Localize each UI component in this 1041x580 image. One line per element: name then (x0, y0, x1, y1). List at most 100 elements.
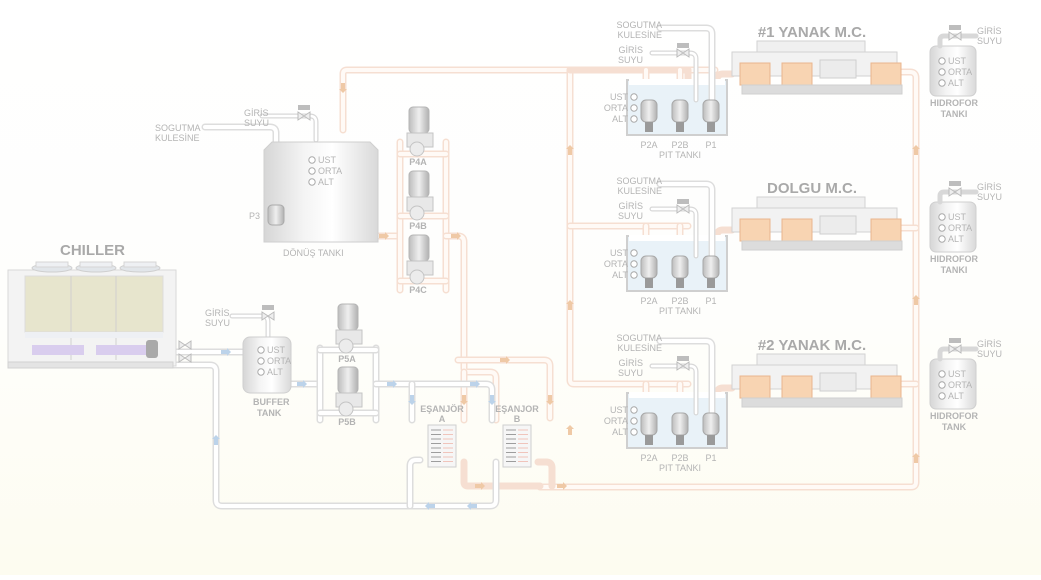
valve-actuator-icon (949, 25, 961, 30)
level-indicator-icon (308, 167, 316, 175)
valve-actuator-icon (677, 356, 689, 361)
buffer-tank-name-2: TANK (257, 408, 282, 418)
level-label: ALT (948, 78, 964, 88)
exchanger-body (502, 424, 532, 468)
chiller-unit: CHILLER (7, 242, 192, 369)
buffer-tank-name-1: BUFFER (253, 397, 290, 407)
pump-p4b: P4B (406, 170, 434, 231)
pit-tank-name: PIT TANKI (659, 306, 701, 316)
machine-unit-icon (870, 62, 902, 86)
valve-icon (948, 344, 962, 354)
hydrofor-name-2: TANKI (941, 265, 968, 275)
valve-actuator-icon (949, 181, 961, 186)
pump-volute-icon (409, 269, 425, 285)
machine-unit-icon (739, 218, 771, 242)
pit-pump-label: P1 (705, 140, 716, 150)
hydrofor-inlet-pipe (937, 189, 979, 205)
pit-pump-icon (671, 99, 689, 123)
p3-label: P3 (249, 211, 260, 221)
cooling-tower-label-1: SOGUTMA (616, 20, 662, 30)
level-label: UST (948, 369, 967, 379)
flow-arrow-icon (339, 83, 347, 93)
valve-icon (676, 48, 690, 58)
flow-arrow-icon (387, 380, 397, 388)
donus-tank: SOGUTMA KULESİNE GİRİS SUYU P3 DÖNÜŞ TAN… (155, 105, 379, 258)
level-label: ORTA (604, 259, 628, 269)
pump-label: P5B (338, 417, 356, 427)
pit-pump-base (645, 278, 653, 288)
machine-unit-icon (781, 375, 813, 399)
p3-pump-icon (267, 204, 285, 226)
pit-pump-base (645, 435, 653, 445)
level-label: ALT (948, 234, 964, 244)
chiller-title: CHILLER (60, 242, 125, 259)
machine-top-frame (756, 40, 866, 53)
level-indicator-icon (308, 178, 316, 186)
flow-arrow-icon (460, 395, 468, 405)
pump-p5b: P5B (335, 366, 363, 427)
valve-actuator-icon (949, 338, 961, 343)
exchanger-body (427, 424, 457, 468)
flow-arrow-icon (566, 425, 574, 435)
pit-pump-icon (671, 255, 689, 279)
exchanger-id: B (514, 414, 521, 424)
level-indicator-icon (630, 406, 638, 414)
level-indicator-icon (938, 381, 946, 389)
valve-actuator-icon (298, 105, 310, 110)
flow-arrow-icon (467, 502, 477, 510)
level-label: UST (267, 345, 286, 355)
machine-center-section (819, 59, 857, 79)
level-indicator-icon (257, 357, 265, 365)
level-indicator-icon (257, 346, 265, 354)
machine-top-frame (756, 353, 866, 366)
level-label: ORTA (604, 416, 628, 426)
level-indicator-icon (938, 68, 946, 76)
fan-guard-icon (123, 261, 157, 268)
pump-motor-icon (408, 106, 430, 134)
hydrofor-water-inlet-label-2: SUYU (977, 192, 1002, 202)
pump-p4a: P4A (406, 106, 434, 167)
donus-cooling-tower-label-1: SOGUTMA (155, 123, 201, 133)
machine-base (741, 240, 903, 251)
pit-inlet-pipe-inner (650, 364, 698, 415)
donus-water-inlet-label-1: GİRİS (244, 108, 269, 118)
flow-arrow-icon (212, 435, 220, 445)
pit-cooling-tower-pipe-inner (658, 26, 714, 102)
pit-pump-base (707, 435, 715, 445)
machine-title: #1 YANAK M.C. (758, 24, 866, 41)
flow-arrow-icon (221, 348, 231, 356)
valve-actuator-icon (677, 199, 689, 204)
hydrofor-water-inlet-label-2: SUYU (977, 36, 1002, 46)
buffer-water-inlet-label-1: GİRİS (205, 308, 230, 318)
pit-pump-label: P2A (640, 296, 657, 306)
pit-pump-icon (702, 255, 720, 279)
cooling-tower-label-1: SOGUTMA (616, 333, 662, 343)
level-label: ORTA (948, 380, 972, 390)
level-indicator-icon (938, 57, 946, 65)
pit-pump-icon (671, 412, 689, 436)
valve-icon (178, 353, 192, 363)
pump-p4c: P4C (406, 234, 434, 295)
machine-unit-icon (739, 375, 771, 399)
pit-tank-top (629, 235, 725, 241)
hydrofor-name-1: HIDROFOR (930, 254, 978, 264)
level-indicator-icon (630, 104, 638, 112)
pit-cooling-tower-pipe-inner (658, 182, 714, 258)
hydrofor-water-inlet-label-1: GİRİS (977, 182, 1002, 192)
level-label: ALT (267, 367, 283, 377)
fan-guard-icon (35, 261, 69, 268)
buffer-water-inlet-label-2: SUYU (205, 318, 230, 328)
flow-arrow-icon (488, 395, 496, 405)
level-indicator-icon (938, 370, 946, 378)
valve-icon (948, 31, 962, 41)
water-inlet-label-1: GİRİS (618, 45, 643, 55)
hydrofor-water-inlet-label-1: GİRİS (977, 26, 1002, 36)
pit-pump-base (676, 122, 684, 132)
valve-icon (676, 204, 690, 214)
machine-base (741, 397, 903, 408)
